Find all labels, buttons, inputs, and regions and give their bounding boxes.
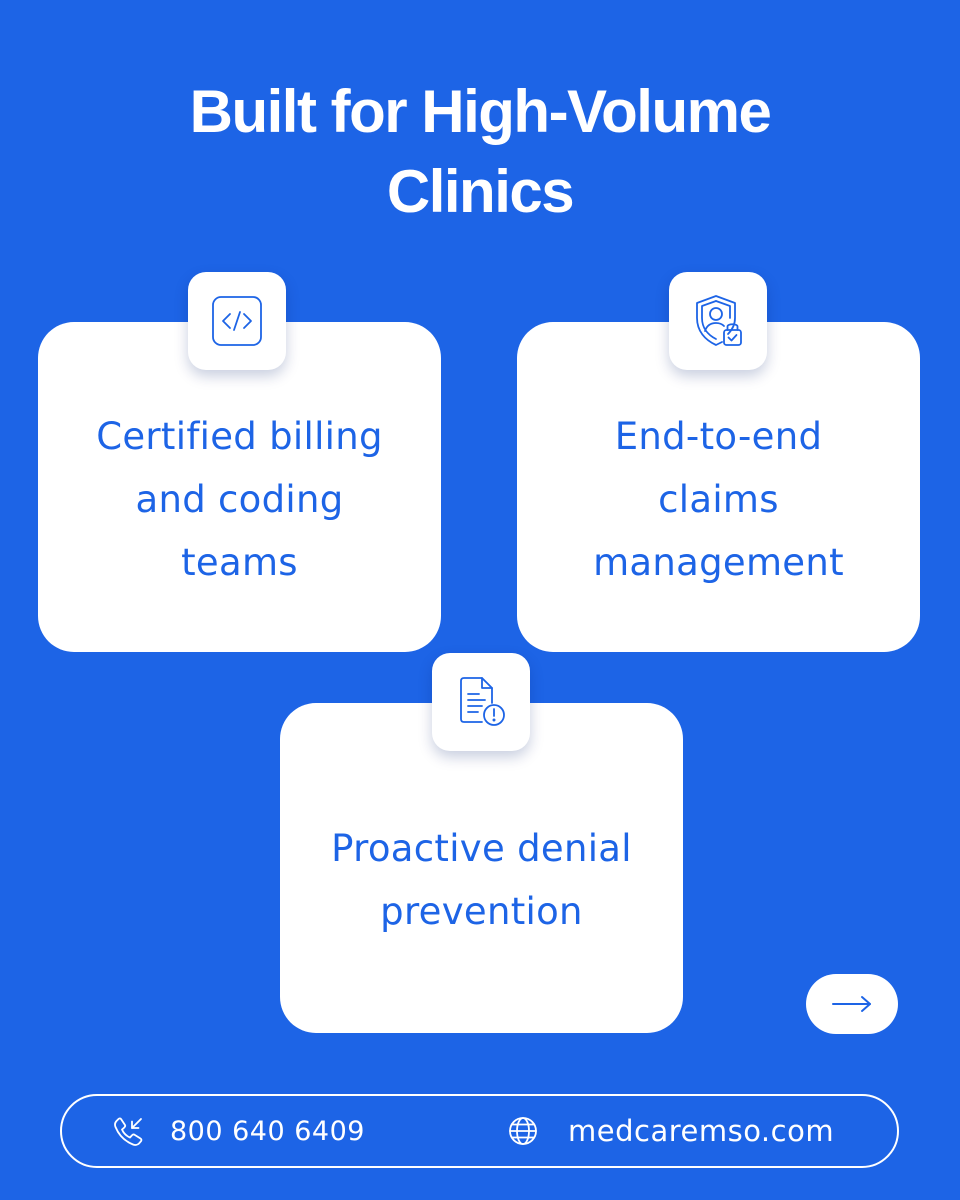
website-contact[interactable]: medcaremso.com <box>506 1096 834 1166</box>
feature-card-text: Proactive denial prevention <box>331 827 632 933</box>
headline-line-2: Clinics <box>386 158 575 225</box>
feature-badge-document <box>432 653 530 751</box>
feature-badge-shield <box>669 272 767 370</box>
contact-bar: 800 640 6409 medcaremso.com <box>60 1094 899 1168</box>
feature-card-denial-prevention: Proactive denial prevention <box>280 703 683 1033</box>
arrow-right-icon <box>832 996 871 1012</box>
next-button[interactable] <box>806 974 898 1034</box>
website-url: medcaremso.com <box>568 1114 835 1148</box>
headline: Built for High-Volume Clinics <box>0 72 960 232</box>
phone-number: 800 640 6409 <box>170 1115 365 1147</box>
feature-card-claims-management: End-to-end claims management <box>517 322 920 652</box>
feature-badge-code <box>188 272 286 370</box>
document-alert-icon <box>460 677 505 726</box>
globe-icon <box>509 1117 537 1145</box>
phone-incoming-icon <box>114 1117 143 1146</box>
feature-card-billing-coding: Certified billing and coding teams <box>38 322 441 652</box>
headline-line-1: Built for High-Volume <box>189 78 772 145</box>
shield-user-lock-icon <box>696 295 742 346</box>
phone-contact[interactable]: 800 640 6409 <box>112 1096 365 1166</box>
feature-card-text: Certified billing and coding teams <box>96 414 383 584</box>
feature-card-text: End-to-end claims management <box>593 414 844 584</box>
code-brackets-icon <box>212 296 262 346</box>
